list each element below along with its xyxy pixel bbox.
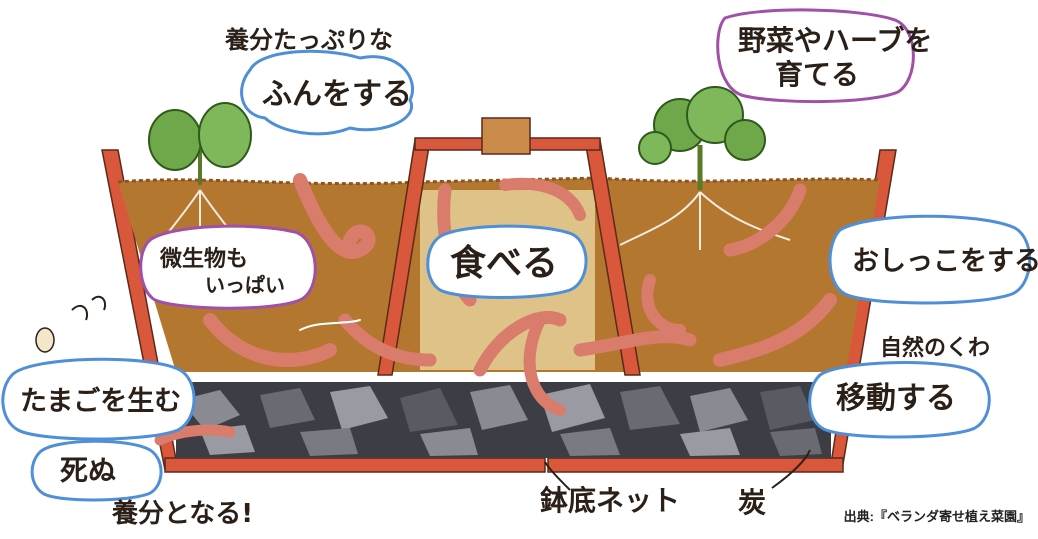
inner-stand xyxy=(377,117,641,376)
pot-net-text: 鉢底ネット xyxy=(540,484,680,517)
vegetables-text-2: 育てる xyxy=(775,58,859,91)
lay-eggs-text: たまごを生む xyxy=(20,385,181,417)
droppings-bubble xyxy=(240,49,414,136)
urinate-text: おしっこをする xyxy=(852,246,1038,277)
urinate-bubble xyxy=(828,214,1032,305)
nature-cycle-text: 自然のくわ xyxy=(880,335,990,361)
egg-icon xyxy=(35,295,106,353)
microbes-bubble xyxy=(139,224,317,310)
bubbles xyxy=(1,8,1032,502)
become-nutrients-text: 養分となる! xyxy=(111,499,253,529)
microbes-text-1: 微生物も xyxy=(159,246,248,272)
source-credit: 出典:『ベランダ寄せ植え菜園』 xyxy=(843,509,1030,524)
eat-text: 食べる xyxy=(450,243,558,284)
move-bubble xyxy=(808,361,991,439)
microbes-text-2: いっぱい xyxy=(205,273,285,297)
charcoal-layer xyxy=(176,382,831,458)
pointer-lines xyxy=(544,449,811,491)
vegetables-bubble xyxy=(716,8,915,104)
droppings-text: ふんをする xyxy=(262,77,412,112)
nutritious-text: 養分たっぷりな xyxy=(225,26,393,54)
eat-bubble xyxy=(426,224,588,299)
vegetables-text-1: 野菜やハーブを xyxy=(738,24,932,57)
lay-eggs-bubble xyxy=(1,357,196,441)
move-text: 移動する xyxy=(836,381,956,416)
die-text: 死ぬ xyxy=(60,454,116,487)
worms xyxy=(154,173,837,446)
charcoal-text: 炭 xyxy=(738,486,766,519)
die-bubble xyxy=(30,439,163,502)
plant-right xyxy=(619,86,791,250)
